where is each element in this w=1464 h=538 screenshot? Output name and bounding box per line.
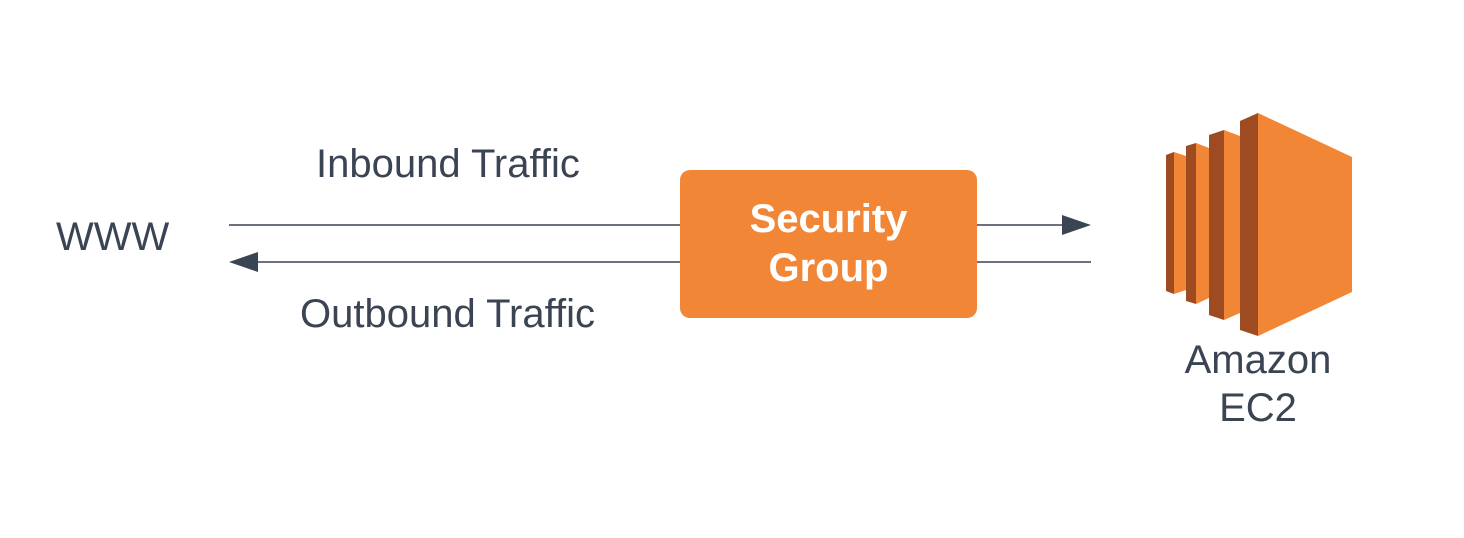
security-group-label-line2: Group: [768, 246, 889, 290]
ec2-icon: [1166, 113, 1352, 336]
ec2-label: Amazon EC2: [1160, 336, 1356, 432]
outbound-traffic-label: Outbound Traffic: [300, 292, 595, 336]
outbound-arrowhead: [229, 252, 258, 272]
inbound-arrowhead: [1062, 215, 1091, 235]
security-group-label-line1: Security: [749, 197, 908, 241]
security-group-box: Security Group: [680, 170, 977, 318]
ec2-label-line2: EC2: [1219, 386, 1297, 430]
www-label: WWW: [56, 215, 170, 259]
inbound-traffic-label: Inbound Traffic: [316, 142, 580, 186]
ec2-label-line1: Amazon: [1184, 338, 1332, 382]
